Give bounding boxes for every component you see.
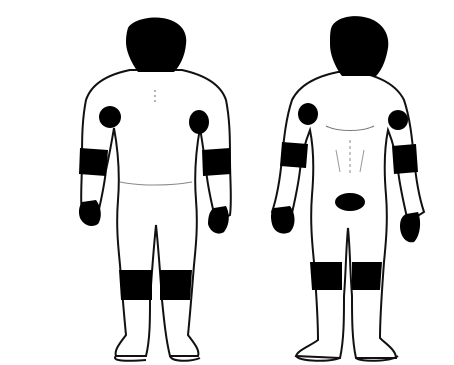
front-axilla-left — [298, 103, 318, 125]
back-hand-left — [79, 200, 101, 226]
back-axilla-right — [189, 110, 209, 134]
figure-front-view — [271, 16, 424, 361]
front-upper-arm-band-left — [280, 142, 308, 168]
back-knee-left — [119, 270, 152, 300]
front-knee-right — [352, 262, 382, 290]
front-groin-patch — [335, 193, 365, 211]
back-upper-arm-band-right — [202, 148, 231, 176]
figure-back-view — [79, 17, 231, 360]
back-upper-arm-band-left — [79, 148, 108, 176]
back-hand-right — [208, 206, 229, 234]
front-knee-left — [310, 262, 342, 290]
back-knee-right — [160, 270, 192, 300]
front-figure-head — [330, 16, 388, 76]
front-upper-arm-band-right — [392, 144, 418, 174]
back-axilla-left — [99, 106, 121, 128]
front-axilla-right — [388, 110, 408, 130]
front-hand-left — [271, 206, 295, 234]
front-hand-right — [400, 212, 420, 242]
back-figure-head — [126, 17, 186, 72]
